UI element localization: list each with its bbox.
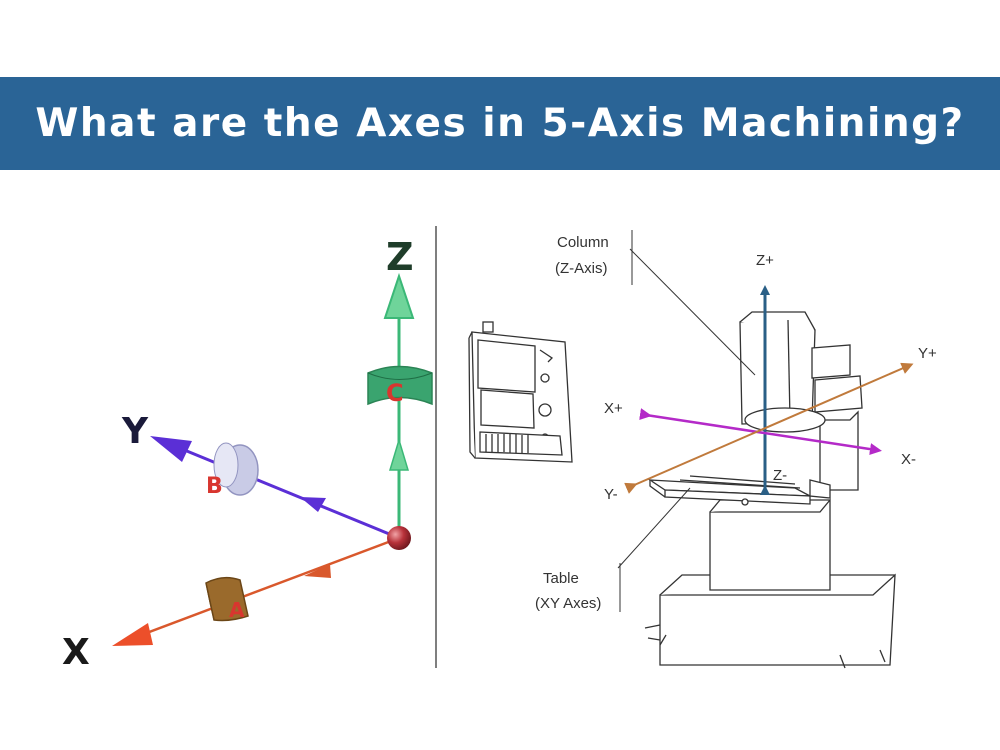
control-panel	[468, 321, 573, 463]
origin-sphere	[387, 526, 411, 550]
x-minus-label: X-	[901, 451, 916, 468]
x-axis-label: X	[62, 632, 90, 673]
machine-column	[819, 410, 859, 491]
c-rotation-band	[367, 365, 433, 406]
table-callout-line2: (XY Axes)	[535, 595, 601, 612]
a-rotation-label: A	[229, 598, 245, 622]
y-axis-arrow	[150, 436, 400, 540]
cnc-machine-drawing	[468, 311, 896, 669]
callout-leaders	[617, 230, 756, 612]
y-axis-line	[624, 362, 914, 494]
y-plus-label: Y+	[918, 345, 937, 362]
table-callout-line1: Table	[543, 570, 579, 587]
machine-axes	[624, 285, 914, 495]
column-callout-line2: (Z-Axis)	[555, 260, 608, 277]
page-title: What are the Axes in 5-Axis Machining?	[35, 101, 965, 146]
a-rotation-band	[205, 576, 249, 622]
b-rotation-label: B	[206, 474, 223, 499]
z-minus-label: Z-	[773, 467, 787, 484]
x-axis-arrow	[112, 536, 400, 646]
y-minus-label: Y-	[604, 486, 618, 503]
z-plus-label: Z+	[756, 252, 774, 269]
machine-saddle	[709, 498, 831, 591]
x-plus-label: X+	[604, 400, 623, 417]
z-axis-label: Z	[386, 235, 414, 279]
axis-triad: C B A Z Y X	[62, 235, 433, 673]
column-callout-line1: Column	[557, 234, 609, 251]
title-banner: What are the Axes in 5-Axis Machining?	[0, 77, 1000, 170]
spindle-head	[739, 311, 863, 425]
z-axis-arrow	[383, 272, 415, 538]
b-rotation-band	[213, 442, 259, 496]
y-axis-label: Y	[121, 411, 149, 452]
c-rotation-label: C	[386, 379, 404, 407]
